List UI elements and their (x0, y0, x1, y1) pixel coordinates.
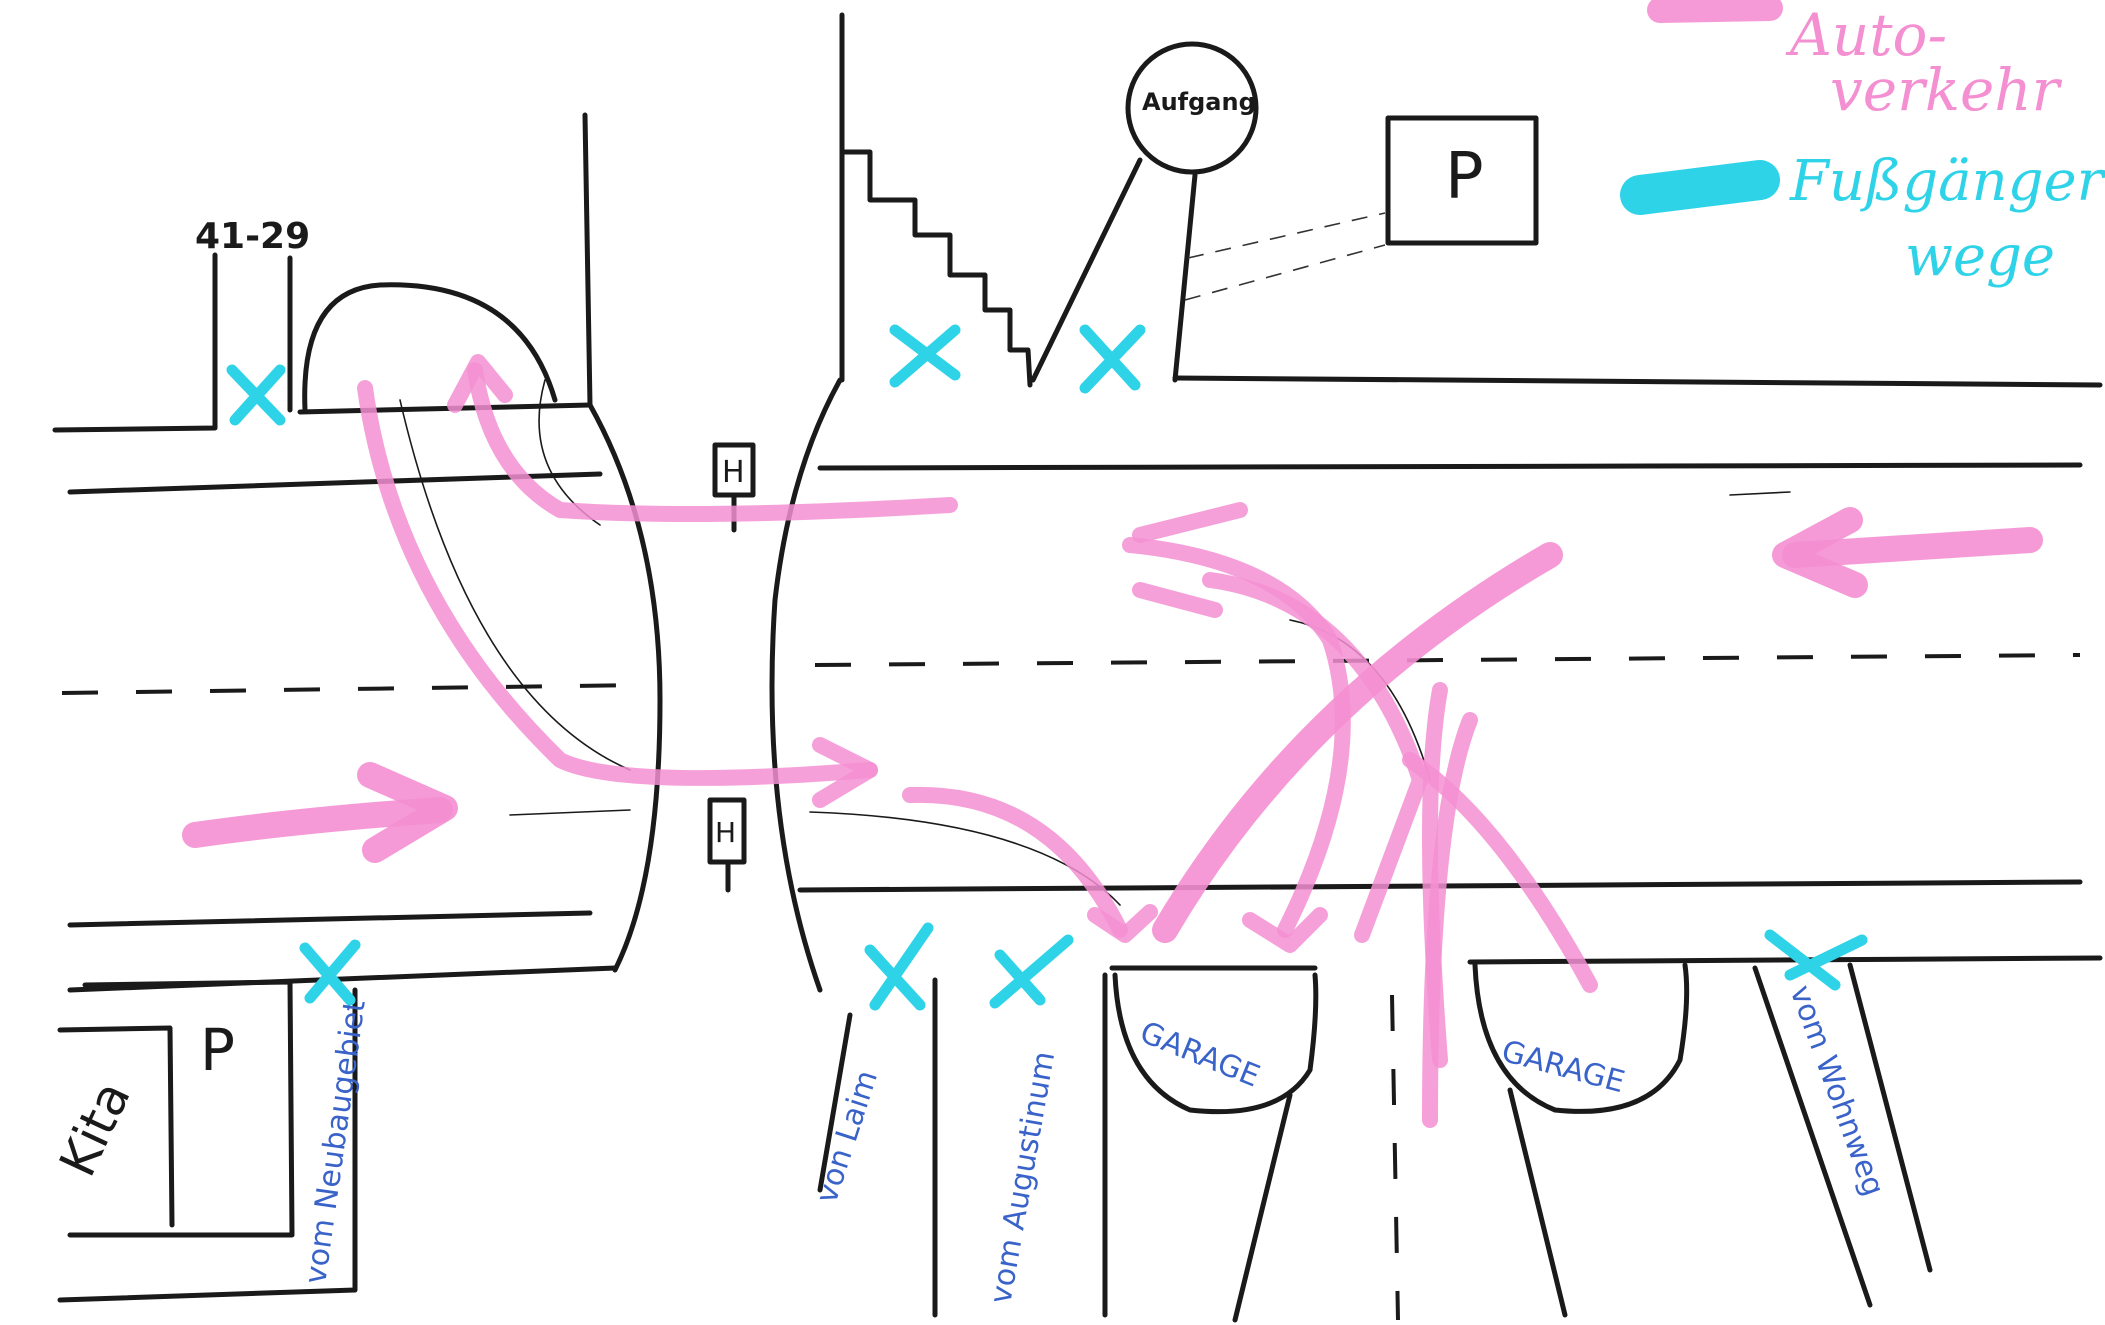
right-top-sidewalk (1175, 378, 2100, 385)
cross-mark-icon (1085, 330, 1140, 388)
parking-letter-kita: P (200, 1016, 235, 1084)
arrow-icon (1140, 510, 1240, 535)
left-driveway-arc (305, 285, 555, 410)
bus-stop-label-bottom: H (715, 816, 736, 849)
right-crossing-curve (772, 380, 840, 990)
arrow-icon (1140, 590, 1215, 610)
entrance-label: Aufgang (1142, 88, 1256, 116)
legend-car-swatch (1660, 8, 1770, 10)
from-augustinum-label: vom Augustinum (983, 1049, 1062, 1307)
parking-sign-kita: P (200, 1016, 235, 1084)
right-road-top-line (820, 465, 2080, 468)
parking-hint-2 (1185, 245, 1385, 300)
parking-sign-top: P (1388, 118, 1536, 243)
house-number-label: 41-29 (195, 216, 310, 257)
left-building-edge (55, 255, 215, 430)
legend-pedestrian-swatch (1640, 180, 1760, 195)
from-new-area-label: vom Neubaugebiet (298, 997, 373, 1286)
legend-pedestrian-label-1: Fußgänger (1789, 149, 2105, 214)
legend-car-label-2: verkehr (1830, 56, 2063, 124)
left-road-bottom-line (70, 913, 590, 925)
garage-left-street (1235, 1095, 1290, 1320)
thin-guide-6 (1730, 492, 1790, 495)
middle-street-dash (1392, 995, 1398, 1320)
kita-label: Kita (48, 1073, 142, 1185)
stair-ramp-right (1175, 175, 1195, 380)
garage-right-street (1510, 1090, 1565, 1315)
bus-stop-bottom: H (710, 800, 744, 890)
thin-guide-5 (510, 810, 630, 815)
garage-right-label: GARAGE (1498, 1034, 1628, 1100)
parking-hint-1 (1188, 213, 1385, 258)
car-traffic-arrows (195, 362, 2030, 1120)
left-vertical-wall (585, 115, 590, 405)
from-laim-label: von Laim (809, 1066, 885, 1207)
cross-mark-icon (305, 945, 355, 1000)
cross-mark-icon (232, 370, 280, 420)
legend: Auto- verkehr Fußgänger wege (1640, 1, 2105, 289)
arrow-icon (910, 795, 1120, 930)
legend-pedestrian-label-2: wege (1905, 224, 2055, 289)
right-centre-line (815, 655, 2080, 665)
parking-letter-top: P (1445, 140, 1484, 214)
bus-stop-label-top: H (722, 455, 745, 490)
cross-mark-icon (995, 940, 1068, 1003)
house-wall (290, 258, 590, 412)
cross-mark-icon (895, 330, 955, 382)
cross-mark-icon (870, 928, 928, 1005)
right-bottom-sidewalk (1470, 958, 2100, 962)
left-centre-line (62, 685, 640, 693)
arrow-icon (365, 388, 870, 778)
